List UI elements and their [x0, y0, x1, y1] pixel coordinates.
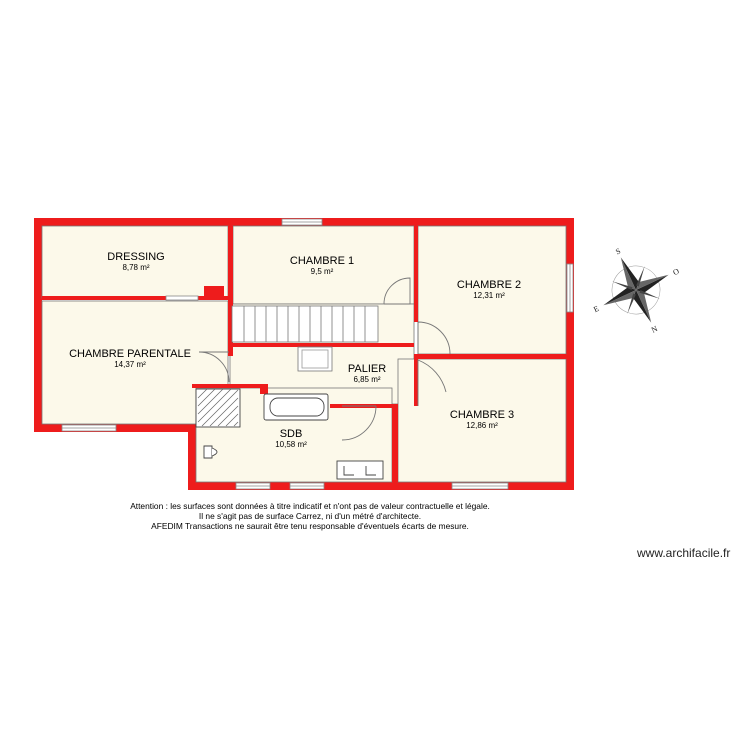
staircase: [231, 305, 379, 372]
compass-south: S: [614, 246, 622, 256]
room-area-dressing: 8,78 m²: [122, 263, 149, 272]
compass-west: O: [672, 266, 681, 277]
landing-void: [297, 346, 333, 372]
room-labels: DRESSING 8,78 m² CHAMBRE 1 9,5 m² CHAMBR…: [69, 251, 521, 449]
bathroom-fixtures: [195, 388, 384, 480]
disclaimer-line-3: AFEDIM Transactions ne saurait être tenu…: [151, 521, 469, 531]
disclaimer-line-1: Attention : les surfaces sont données à …: [130, 501, 490, 511]
double-vanity: [336, 460, 384, 480]
room-area-chambre-parentale: 14,37 m²: [114, 360, 146, 369]
room-name-chambre-3: CHAMBRE 3: [450, 409, 514, 421]
doors: [198, 277, 451, 441]
room-area-sdb: 10,58 m²: [275, 440, 307, 449]
room-name-chambre-parentale: CHAMBRE PARENTALE: [69, 348, 191, 360]
floors: [41, 225, 567, 483]
sink-left: [343, 466, 354, 476]
toilet-bowl: [211, 447, 218, 457]
door-chambre-2: [417, 321, 451, 355]
room-name-dressing: DRESSING: [107, 251, 164, 263]
room-name-chambre-2: CHAMBRE 2: [457, 279, 521, 291]
compass-north: N: [650, 324, 659, 335]
disclaimer-line-2: Il ne s'agit pas de surface Carrez, ni d…: [198, 511, 422, 521]
sink-right: [365, 466, 376, 476]
stair-steps: [243, 306, 366, 342]
door-chambre-3: [417, 359, 447, 406]
room-name-palier: PALIER: [348, 363, 386, 375]
opening-dressing: [165, 295, 199, 301]
door-chambre-1: [383, 277, 411, 305]
floor-chambre-1: [232, 225, 415, 305]
room-area-chambre-3: 12,86 m²: [466, 421, 498, 430]
room-area-chambre-2: 12,31 m²: [473, 291, 505, 300]
door-chambre-parentale: [198, 351, 230, 383]
room-area-palier: 6,85 m²: [353, 375, 380, 384]
floor-chambre-3: [397, 358, 567, 483]
compass-rose: S N O E: [592, 246, 681, 335]
room-name-chambre-1: CHAMBRE 1: [290, 255, 354, 267]
floor-dressing: [41, 225, 229, 299]
shower-hatch: [197, 388, 239, 427]
toilet-tank: [203, 445, 213, 459]
room-name-sdb: SDB: [280, 428, 303, 440]
windows: [61, 218, 574, 490]
disclaimer: Attention : les surfaces sont données à …: [60, 501, 560, 531]
room-area-chambre-1: 9,5 m²: [311, 267, 334, 276]
website-credit: www.archifacile.fr: [637, 546, 731, 560]
compass-east: E: [592, 304, 600, 314]
door-sdb: [341, 405, 377, 441]
